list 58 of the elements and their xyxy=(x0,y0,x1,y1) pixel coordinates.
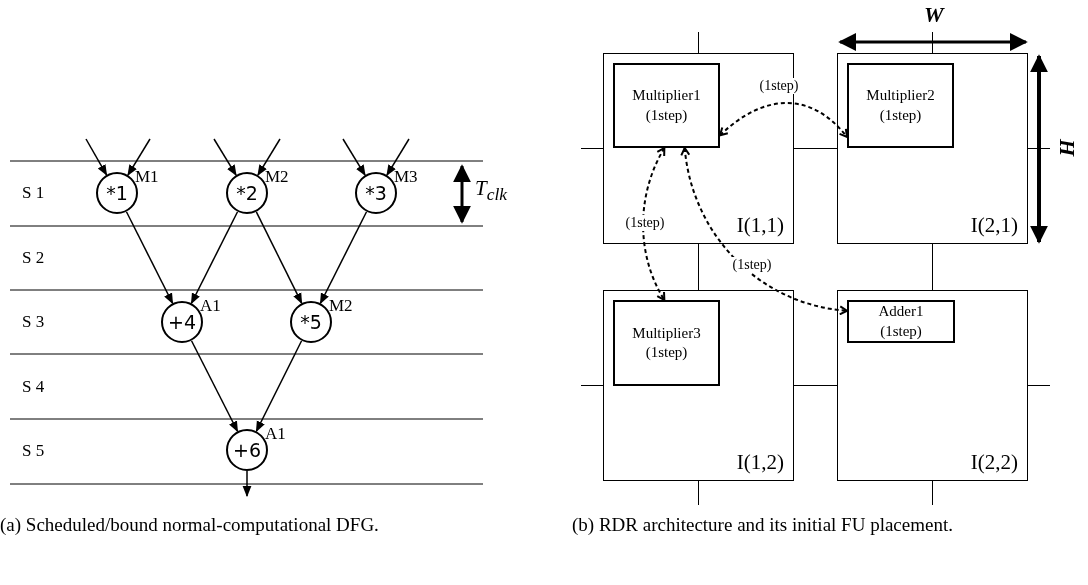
unit-label: M2 xyxy=(265,168,289,185)
arrow xyxy=(342,138,366,176)
functional-unit-box: Multiplier3 (1step) xyxy=(613,300,720,386)
tile-label: I(1,2) xyxy=(736,452,784,473)
functional-unit-box: Adder1 (1step) xyxy=(847,300,955,343)
wire xyxy=(698,480,699,506)
arrow xyxy=(386,138,410,176)
arrow xyxy=(319,211,368,305)
tile-box xyxy=(603,290,794,481)
unit-label: A1 xyxy=(265,425,286,442)
tile-box xyxy=(837,290,1028,481)
functional-unit-box: Multiplier2 (1step) xyxy=(847,63,954,148)
tile-label: I(1,1) xyxy=(736,215,784,236)
wire xyxy=(580,148,604,149)
dashed-arrow xyxy=(719,102,848,138)
unit-label: M1 xyxy=(135,168,159,185)
width-label: W xyxy=(924,4,944,26)
arrow xyxy=(257,138,281,176)
unit-label: A1 xyxy=(200,297,221,314)
unit-label: M3 xyxy=(394,168,418,185)
wire xyxy=(932,480,933,506)
arrow xyxy=(242,470,252,498)
arrow xyxy=(213,138,237,176)
stage-label: S 2 xyxy=(22,249,45,266)
stage-label: S 1 xyxy=(22,184,45,201)
wire xyxy=(932,31,933,54)
subfigure-caption: (a) Scheduled/bound normal-computational DFG. xyxy=(0,513,380,537)
stage-label: S 5 xyxy=(22,442,45,459)
dashed-arrow xyxy=(680,147,848,315)
tile-label: I(2,2) xyxy=(970,452,1018,473)
edge-label: (1step) xyxy=(624,215,666,231)
wire xyxy=(793,385,838,386)
wire xyxy=(932,243,933,291)
tile-label: I(2,1) xyxy=(970,215,1018,236)
stage-label: S 3 xyxy=(22,313,45,330)
arrow xyxy=(127,138,151,176)
arrow xyxy=(85,138,108,176)
subfigure-caption: (b) RDR architecture and its initial FU placement. xyxy=(572,513,954,537)
arrow xyxy=(255,340,303,433)
edge-label: (1step) xyxy=(731,257,773,273)
height-label: H xyxy=(1056,139,1078,157)
arrow xyxy=(125,211,174,305)
functional-unit-box: Multiplier1 (1step) xyxy=(613,63,720,148)
wire xyxy=(793,148,838,149)
wire xyxy=(1027,148,1051,149)
unit-label: M2 xyxy=(329,297,353,314)
arrow xyxy=(255,211,303,305)
wire xyxy=(1027,385,1051,386)
wire xyxy=(580,385,604,386)
arrow xyxy=(190,211,239,305)
wire xyxy=(698,31,699,54)
wire xyxy=(698,243,699,291)
arrow xyxy=(190,339,239,433)
edge-label: (1step) xyxy=(758,78,800,94)
dashed-arrow xyxy=(642,147,666,301)
tile-box xyxy=(837,53,1028,244)
clock-period-label: T$_{clk}$ xyxy=(475,178,508,204)
stage-label: S 4 xyxy=(22,378,45,395)
